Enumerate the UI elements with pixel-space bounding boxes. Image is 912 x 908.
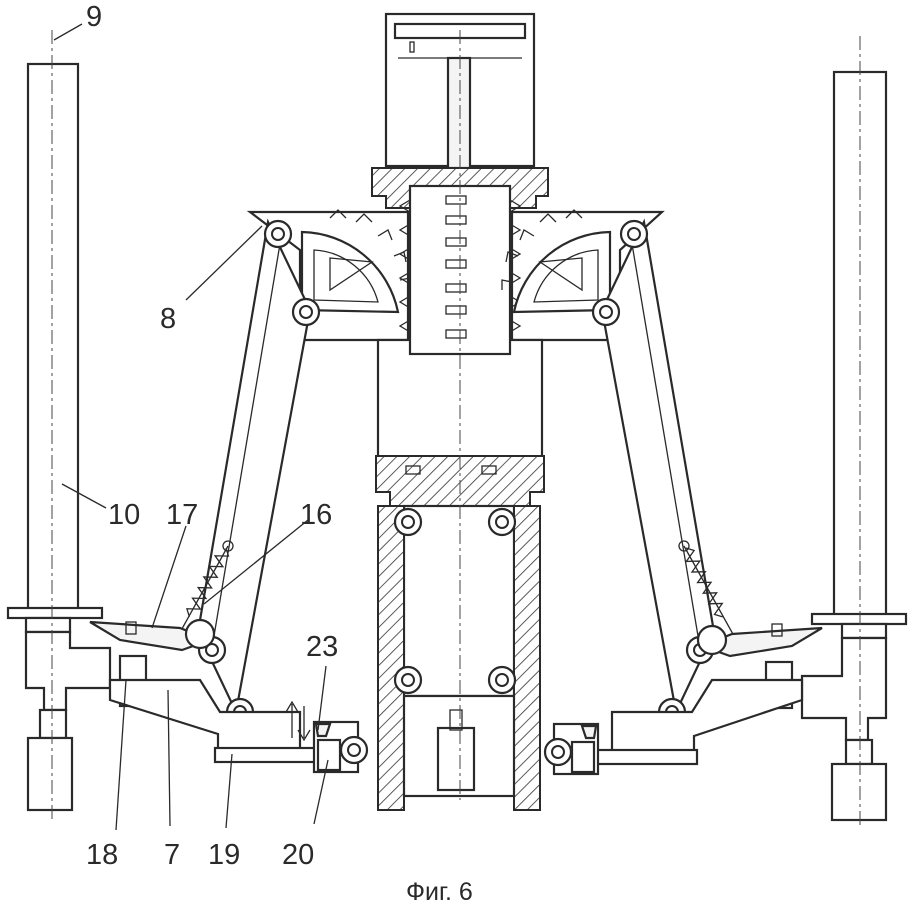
label-23: 23 xyxy=(306,631,338,663)
left-clamp-lever xyxy=(90,620,315,762)
left-post xyxy=(8,30,110,820)
label-16: 16 xyxy=(300,499,332,531)
right-clamp-lever xyxy=(597,624,822,764)
left-lever-arm xyxy=(198,221,319,725)
label-10: 10 xyxy=(108,499,140,531)
right-lever-arm xyxy=(593,221,714,725)
label-18: 18 xyxy=(86,839,118,871)
figure-caption: Фиг. 6 xyxy=(406,878,473,906)
label-7: 7 xyxy=(164,839,180,871)
label-20: 20 xyxy=(282,839,314,871)
label-8: 8 xyxy=(160,303,176,335)
label-17: 17 xyxy=(166,499,198,531)
left-stop-block xyxy=(314,722,367,772)
right-post xyxy=(802,36,906,828)
label-19: 19 xyxy=(208,839,240,871)
right-stop-block xyxy=(545,724,598,774)
label-9: 9 xyxy=(86,1,102,33)
